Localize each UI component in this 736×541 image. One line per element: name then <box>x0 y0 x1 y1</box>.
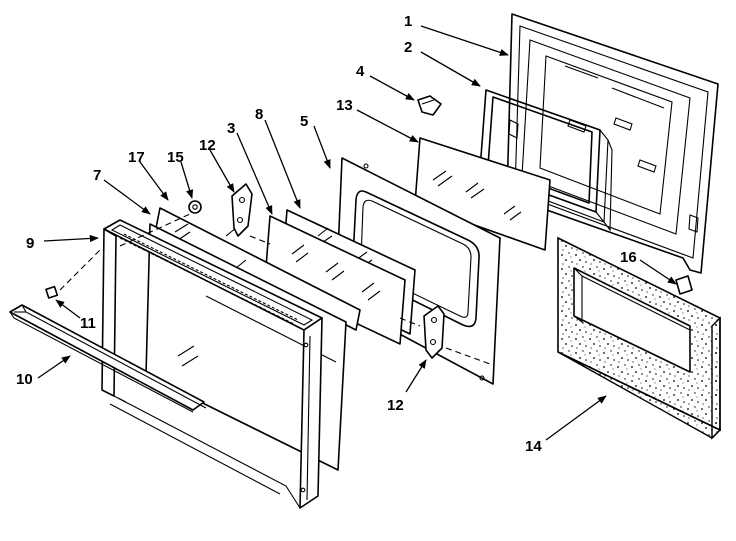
leader-lines <box>37 25 677 441</box>
hinge-bracket-lower <box>423 305 445 359</box>
assembly-lines <box>59 213 491 365</box>
callout-12-upper: 12 <box>199 137 216 154</box>
callout-3: 3 <box>227 120 235 137</box>
glass-pane-middle <box>264 215 406 345</box>
callout-13: 13 <box>336 97 353 114</box>
callout-16: 16 <box>620 249 637 266</box>
hinge-bracket-upper <box>231 183 253 237</box>
small-clip <box>675 275 693 295</box>
callout-7: 7 <box>93 167 101 184</box>
callout-1: 1 <box>404 13 412 30</box>
callout-2: 2 <box>404 39 412 56</box>
callout-4: 4 <box>356 63 365 80</box>
callout-8: 8 <box>255 106 263 123</box>
door-handle <box>9 304 207 413</box>
callout-10: 10 <box>16 371 33 388</box>
small-block <box>45 285 59 299</box>
washer-part <box>188 200 202 214</box>
outer-door-frame <box>101 219 323 509</box>
callout-labels: 1 2 3 4 5 7 8 9 10 11 12 12 13 14 15 16 … <box>16 13 637 455</box>
clip-part <box>417 95 442 116</box>
callout-5: 5 <box>300 113 308 130</box>
callout-17: 17 <box>128 149 145 166</box>
callout-11: 11 <box>80 315 96 332</box>
glass-pane <box>414 137 551 251</box>
callout-15: 15 <box>167 149 184 166</box>
insulation-block <box>557 236 722 440</box>
inner-door-panel <box>506 13 719 274</box>
callout-12-lower: 12 <box>387 397 404 414</box>
callout-14: 14 <box>525 438 542 455</box>
callout-9: 9 <box>26 235 34 252</box>
